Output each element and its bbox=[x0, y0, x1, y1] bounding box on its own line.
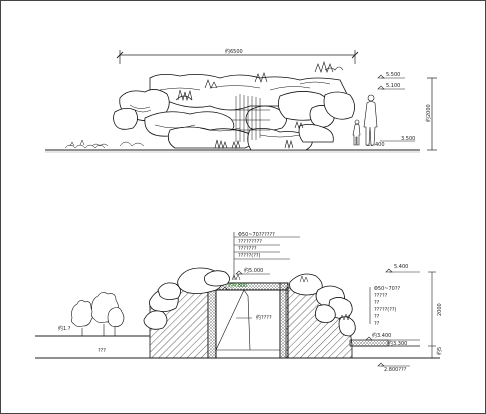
void-label: 约???? bbox=[256, 314, 272, 321]
planting-note-3: ??????? bbox=[238, 246, 257, 252]
level-right-label: 5.400 bbox=[394, 264, 408, 270]
rock-texture bbox=[129, 81, 331, 138]
planting-note-2: ????????? bbox=[238, 239, 262, 245]
width-dim-label: 约6500 bbox=[225, 48, 243, 55]
section-view: ??? 约1.? 约???? bbox=[35, 232, 443, 373]
pool bbox=[349, 339, 420, 347]
level-top-label: 约5.000 bbox=[244, 267, 263, 274]
dim-height-label: 2000 bbox=[437, 303, 443, 316]
right-note-6: ?? bbox=[374, 321, 380, 327]
cavity-walls bbox=[207, 282, 289, 359]
elevation-shrubs bbox=[64, 139, 145, 149]
width-dimension: 约6500 bbox=[116, 48, 359, 64]
right-annotation-group: 5.400 Φ50~70?? ????? ?? ?????(??) ?? ?? … bbox=[365, 264, 443, 373]
elevation-plants bbox=[175, 60, 344, 150]
level-water-label: ±3.400 bbox=[366, 142, 385, 148]
cavity-interior bbox=[215, 289, 280, 351]
level-markers-elevation: 5.500 5.100 3.500 ±3.400 bbox=[366, 72, 415, 148]
top-annotation-group: Φ50~70?????? ????????? ??????? ?????(??)… bbox=[221, 232, 300, 291]
small-dim-label: 约5 bbox=[436, 347, 443, 355]
right-note-4: ?????(??) bbox=[374, 307, 397, 313]
right-note-5: ?? bbox=[374, 314, 380, 320]
tree-label: 约1.? bbox=[58, 325, 71, 332]
rockery-mass bbox=[113, 74, 355, 151]
elevation-view: 约6500 约2000 5.500 5.100 3.500 ±3.400 bbox=[45, 48, 437, 153]
left-ground-label: ??? bbox=[98, 348, 106, 354]
section-trees bbox=[71, 292, 125, 336]
level-water-label: 约3.400 bbox=[372, 332, 391, 339]
section-rocks bbox=[143, 267, 356, 337]
height-dim-label: 约2000 bbox=[425, 104, 432, 122]
base-dim-label: 2.800??? bbox=[384, 367, 407, 373]
level-ground-label: 3.500 bbox=[401, 136, 415, 142]
level-top-label: 5.500 bbox=[386, 72, 400, 78]
right-note-1: Φ50~70?? bbox=[374, 286, 401, 292]
level-slab-label: 约4.800 bbox=[228, 282, 247, 289]
planting-note-4: ?????(??) bbox=[238, 253, 261, 259]
right-note-3: ?? bbox=[374, 300, 380, 306]
waterfall bbox=[230, 94, 270, 142]
level-pool-label: 约3.300 bbox=[388, 340, 407, 347]
right-note-2: ????? bbox=[374, 293, 388, 299]
section-plants bbox=[231, 273, 351, 321]
planting-note-1: Φ50~70?????? bbox=[238, 232, 275, 238]
human-scale-figure bbox=[352, 94, 378, 146]
height-dimension: 约2000 bbox=[425, 77, 437, 151]
level-upper-label: 5.100 bbox=[386, 83, 400, 89]
